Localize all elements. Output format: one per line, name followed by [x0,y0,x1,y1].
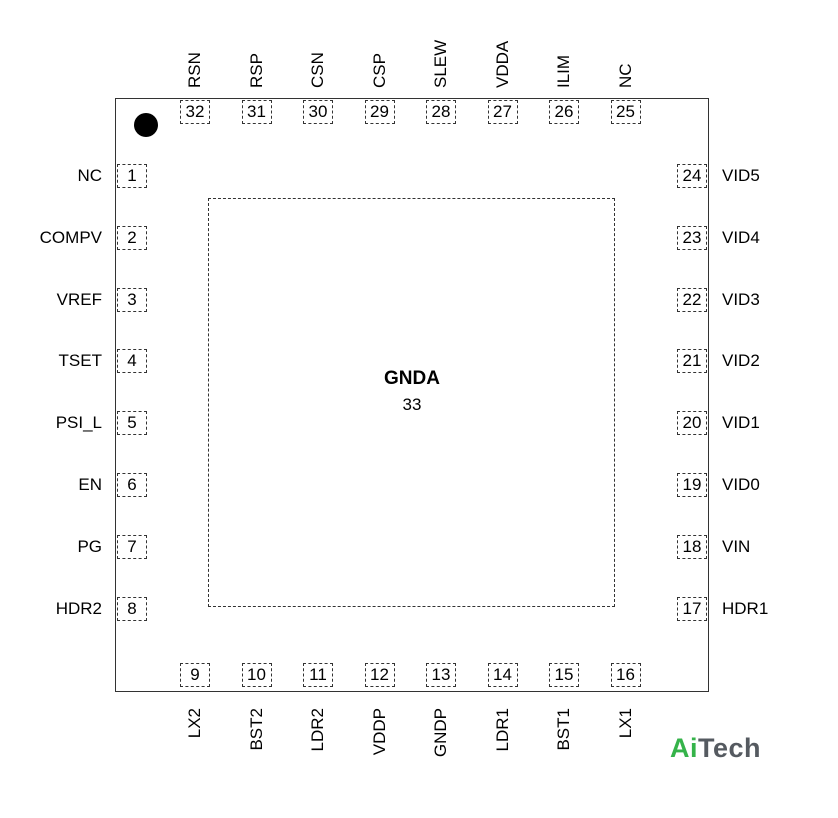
pin-number-box: 6 [117,473,147,497]
pin-name-label: VID0 [722,475,760,494]
pin-number-box: 28 [426,100,456,124]
pin-name-label: NC [77,166,102,185]
pin-name-label: PG [77,536,102,556]
pin-name-label: EN [78,475,102,494]
pin-name-label: CSN [308,52,327,88]
pin-name-label: COMPV [39,227,102,247]
pin-number-box: 17 [677,596,707,621]
logo-ai-text: Ai [670,733,698,763]
pin-number-box: 5 [117,411,147,436]
pin-number-box: 13 [426,663,456,687]
pin-name-label: VDDA [492,40,512,88]
pin-name-label: RSN [185,52,204,88]
pin-name-label: VID4 [722,227,760,247]
exposed-ground-pad [208,198,615,607]
aitech-logo: AiTech [670,733,761,764]
pin-number-box: 20 [677,411,707,436]
pin-number-box: 32 [180,100,210,124]
pin-number-box: 15 [549,663,579,687]
pin-name-label: HDR2 [55,598,102,618]
pin-number-box: 3 [117,287,147,312]
pin-number-box: 25 [610,100,641,124]
pin-name-label: RSP [246,53,266,88]
chip-package-outline [115,98,709,692]
logo-tech-text: Tech [698,733,762,763]
pin-number-box: 22 [677,287,707,312]
pin-number-box: 7 [117,534,147,559]
pin-number-box: 30 [303,100,333,124]
pin-number-box: 16 [610,663,641,687]
pin-name-label: VID5 [722,166,760,185]
pin-name-label: VIN [722,536,751,556]
pin-name-label: VID3 [722,289,760,309]
pin-name-label: PSI_L [55,413,102,433]
pin-number-box: 31 [241,100,272,124]
pin-number-box: 2 [117,225,147,250]
pin-number-box: 9 [180,663,210,687]
pin-name-label: CSP [369,53,389,88]
pin-name-label: VREF [56,289,102,309]
pin-number-box: 8 [117,596,147,621]
pin1-indicator-dot [134,113,158,137]
pin-name-label: HDR1 [722,598,769,618]
pin-number-box: 19 [677,473,707,497]
pin-name-label: ILIM [554,54,573,88]
pin-number-box: 27 [487,100,518,124]
pin-number-box: 1 [117,164,147,188]
pin-name-label: TSET [58,351,102,371]
pin-number-box: 26 [549,100,579,124]
pin-number-box: 18 [677,534,707,559]
pin-number-box: 24 [677,164,707,188]
exposed-pad-number: 33 [402,395,422,414]
pin-name-label: VID1 [722,413,760,433]
pin-number-box: 11 [303,663,333,687]
pin-number-box: 29 [364,100,395,124]
pin-number-box: 21 [677,349,707,374]
pin-number-box: 12 [364,663,395,687]
pin-number-box: 4 [117,349,147,374]
pin-name-label: SLEW [431,39,450,88]
pin-number-box: 10 [241,663,272,687]
pin-number-box: 14 [487,663,518,687]
pin-number-box: 23 [677,225,707,250]
exposed-pad-name: GNDA [384,368,440,389]
pin-name-label: VID2 [722,351,760,371]
pin-name-label: NC [615,63,635,88]
